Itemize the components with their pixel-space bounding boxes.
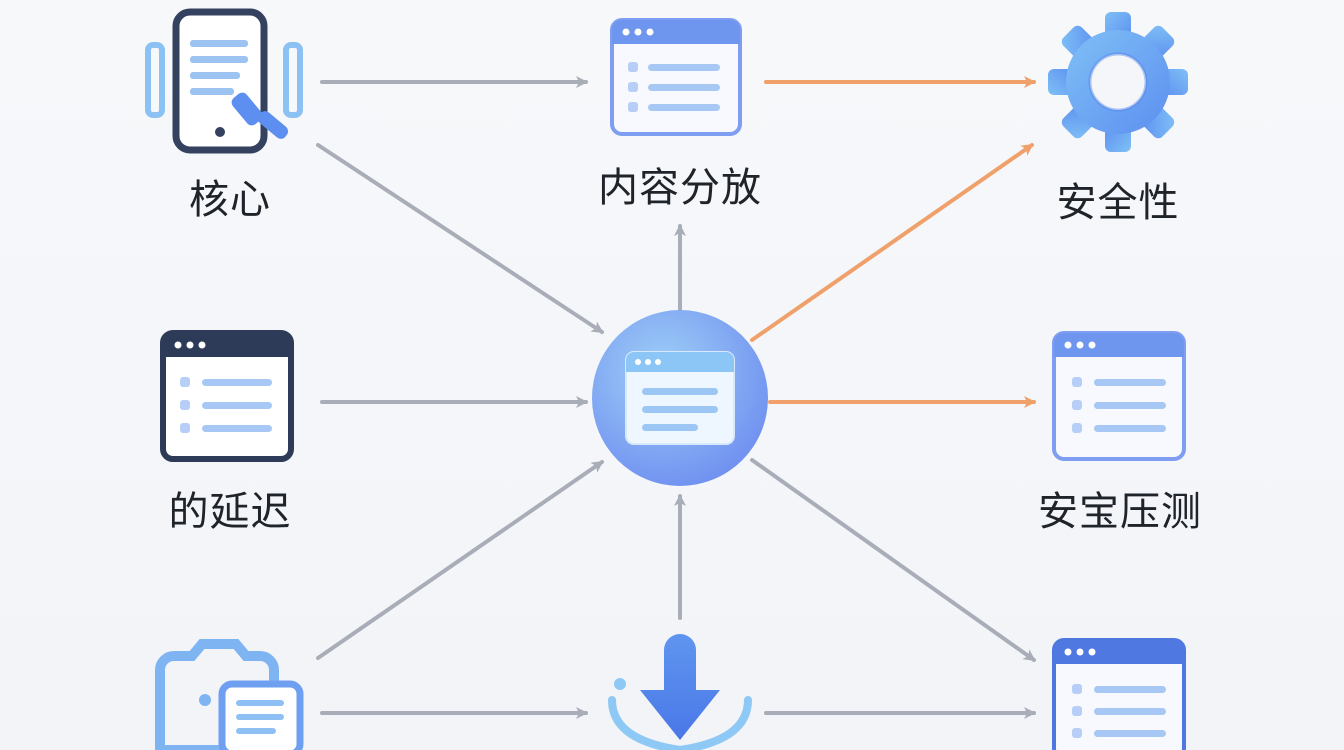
edge-camera_docs-to-hub [316,460,604,660]
node-label-core: 核心 [189,177,271,223]
edge-hub-to-security [750,143,1034,342]
browser-window-icon [160,330,294,462]
hub-node-icon [592,310,768,486]
browser-window-icon [610,18,742,136]
gear-icon [1048,12,1188,152]
phone-search-icon [145,8,303,154]
browser-window-icon [1052,638,1186,750]
node-label-distribution: 内容分放 [598,165,762,211]
edge-core-to-hub [316,143,604,334]
download-icon [608,634,752,750]
node-label-stress: 安宝压测 [1038,489,1202,535]
edge-hub-to-output [750,458,1036,662]
node-label-latency: 的延迟 [168,489,292,535]
browser-window-icon [1052,331,1186,461]
node-label-security: 安全性 [1056,180,1180,226]
camera-document-icon [155,639,304,750]
